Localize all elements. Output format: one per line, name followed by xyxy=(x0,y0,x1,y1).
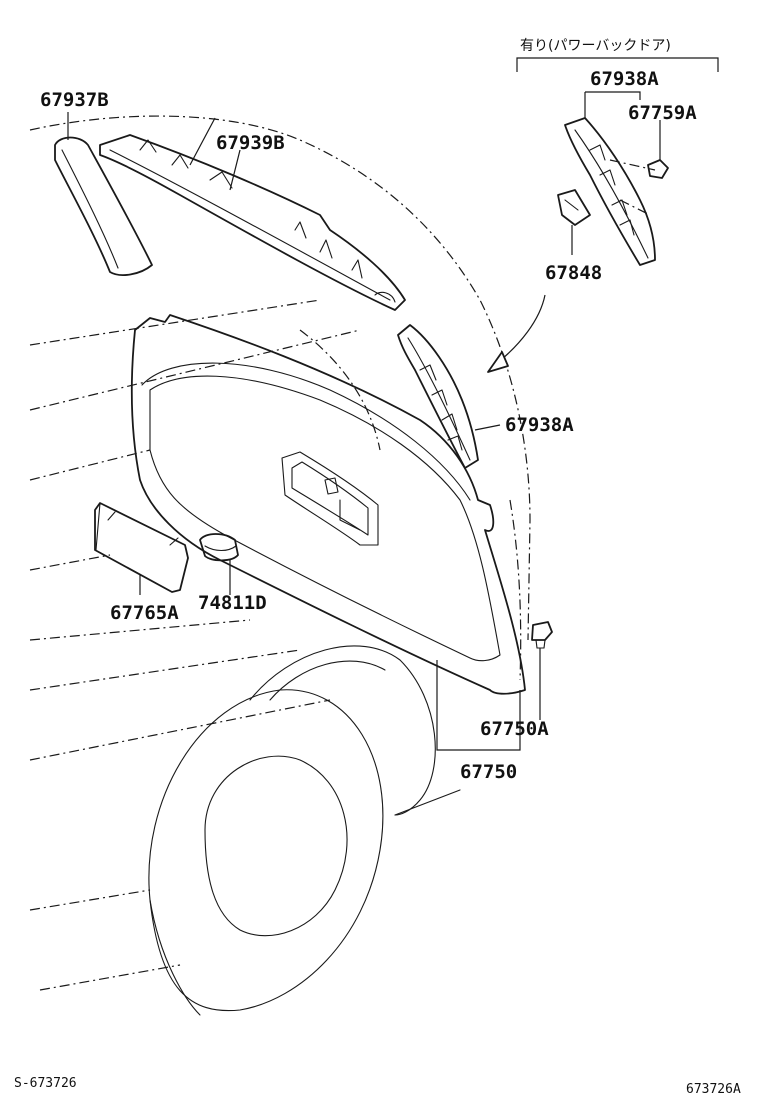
wheel-illustration xyxy=(148,645,461,1016)
label-74811D[interactable]: 74811D xyxy=(198,592,267,614)
part-67937B-garnish xyxy=(54,112,153,276)
note-power-back-door: 有り(パワーバックドア) xyxy=(520,38,671,54)
label-67938A-side[interactable]: 67938A xyxy=(505,414,574,436)
part-67765A-cover xyxy=(94,502,189,595)
label-67939B[interactable]: 67939B xyxy=(216,132,285,154)
label-67937B[interactable]: 67937B xyxy=(40,89,109,111)
label-67750A[interactable]: 67750A xyxy=(480,718,549,740)
part-74811D-clip xyxy=(199,533,239,595)
inset-power-back-door xyxy=(487,57,719,373)
label-67938A-top[interactable]: 67938A xyxy=(590,68,659,90)
part-67939B-upper-trim xyxy=(99,117,406,311)
part-67750-door-board xyxy=(130,314,526,695)
vehicle-body-outline xyxy=(29,115,531,991)
part-67938A-side-trim xyxy=(397,324,501,469)
footer-code-right: 673726A xyxy=(686,1082,741,1097)
part-67750A-clip xyxy=(531,621,553,720)
footer-code-left: S-673726 xyxy=(14,1076,77,1091)
leader-67750 xyxy=(436,660,521,751)
label-67759A[interactable]: 67759A xyxy=(628,102,697,124)
label-67848[interactable]: 67848 xyxy=(545,262,602,284)
label-67750[interactable]: 67750 xyxy=(460,761,517,783)
label-67765A[interactable]: 67765A xyxy=(110,602,179,624)
